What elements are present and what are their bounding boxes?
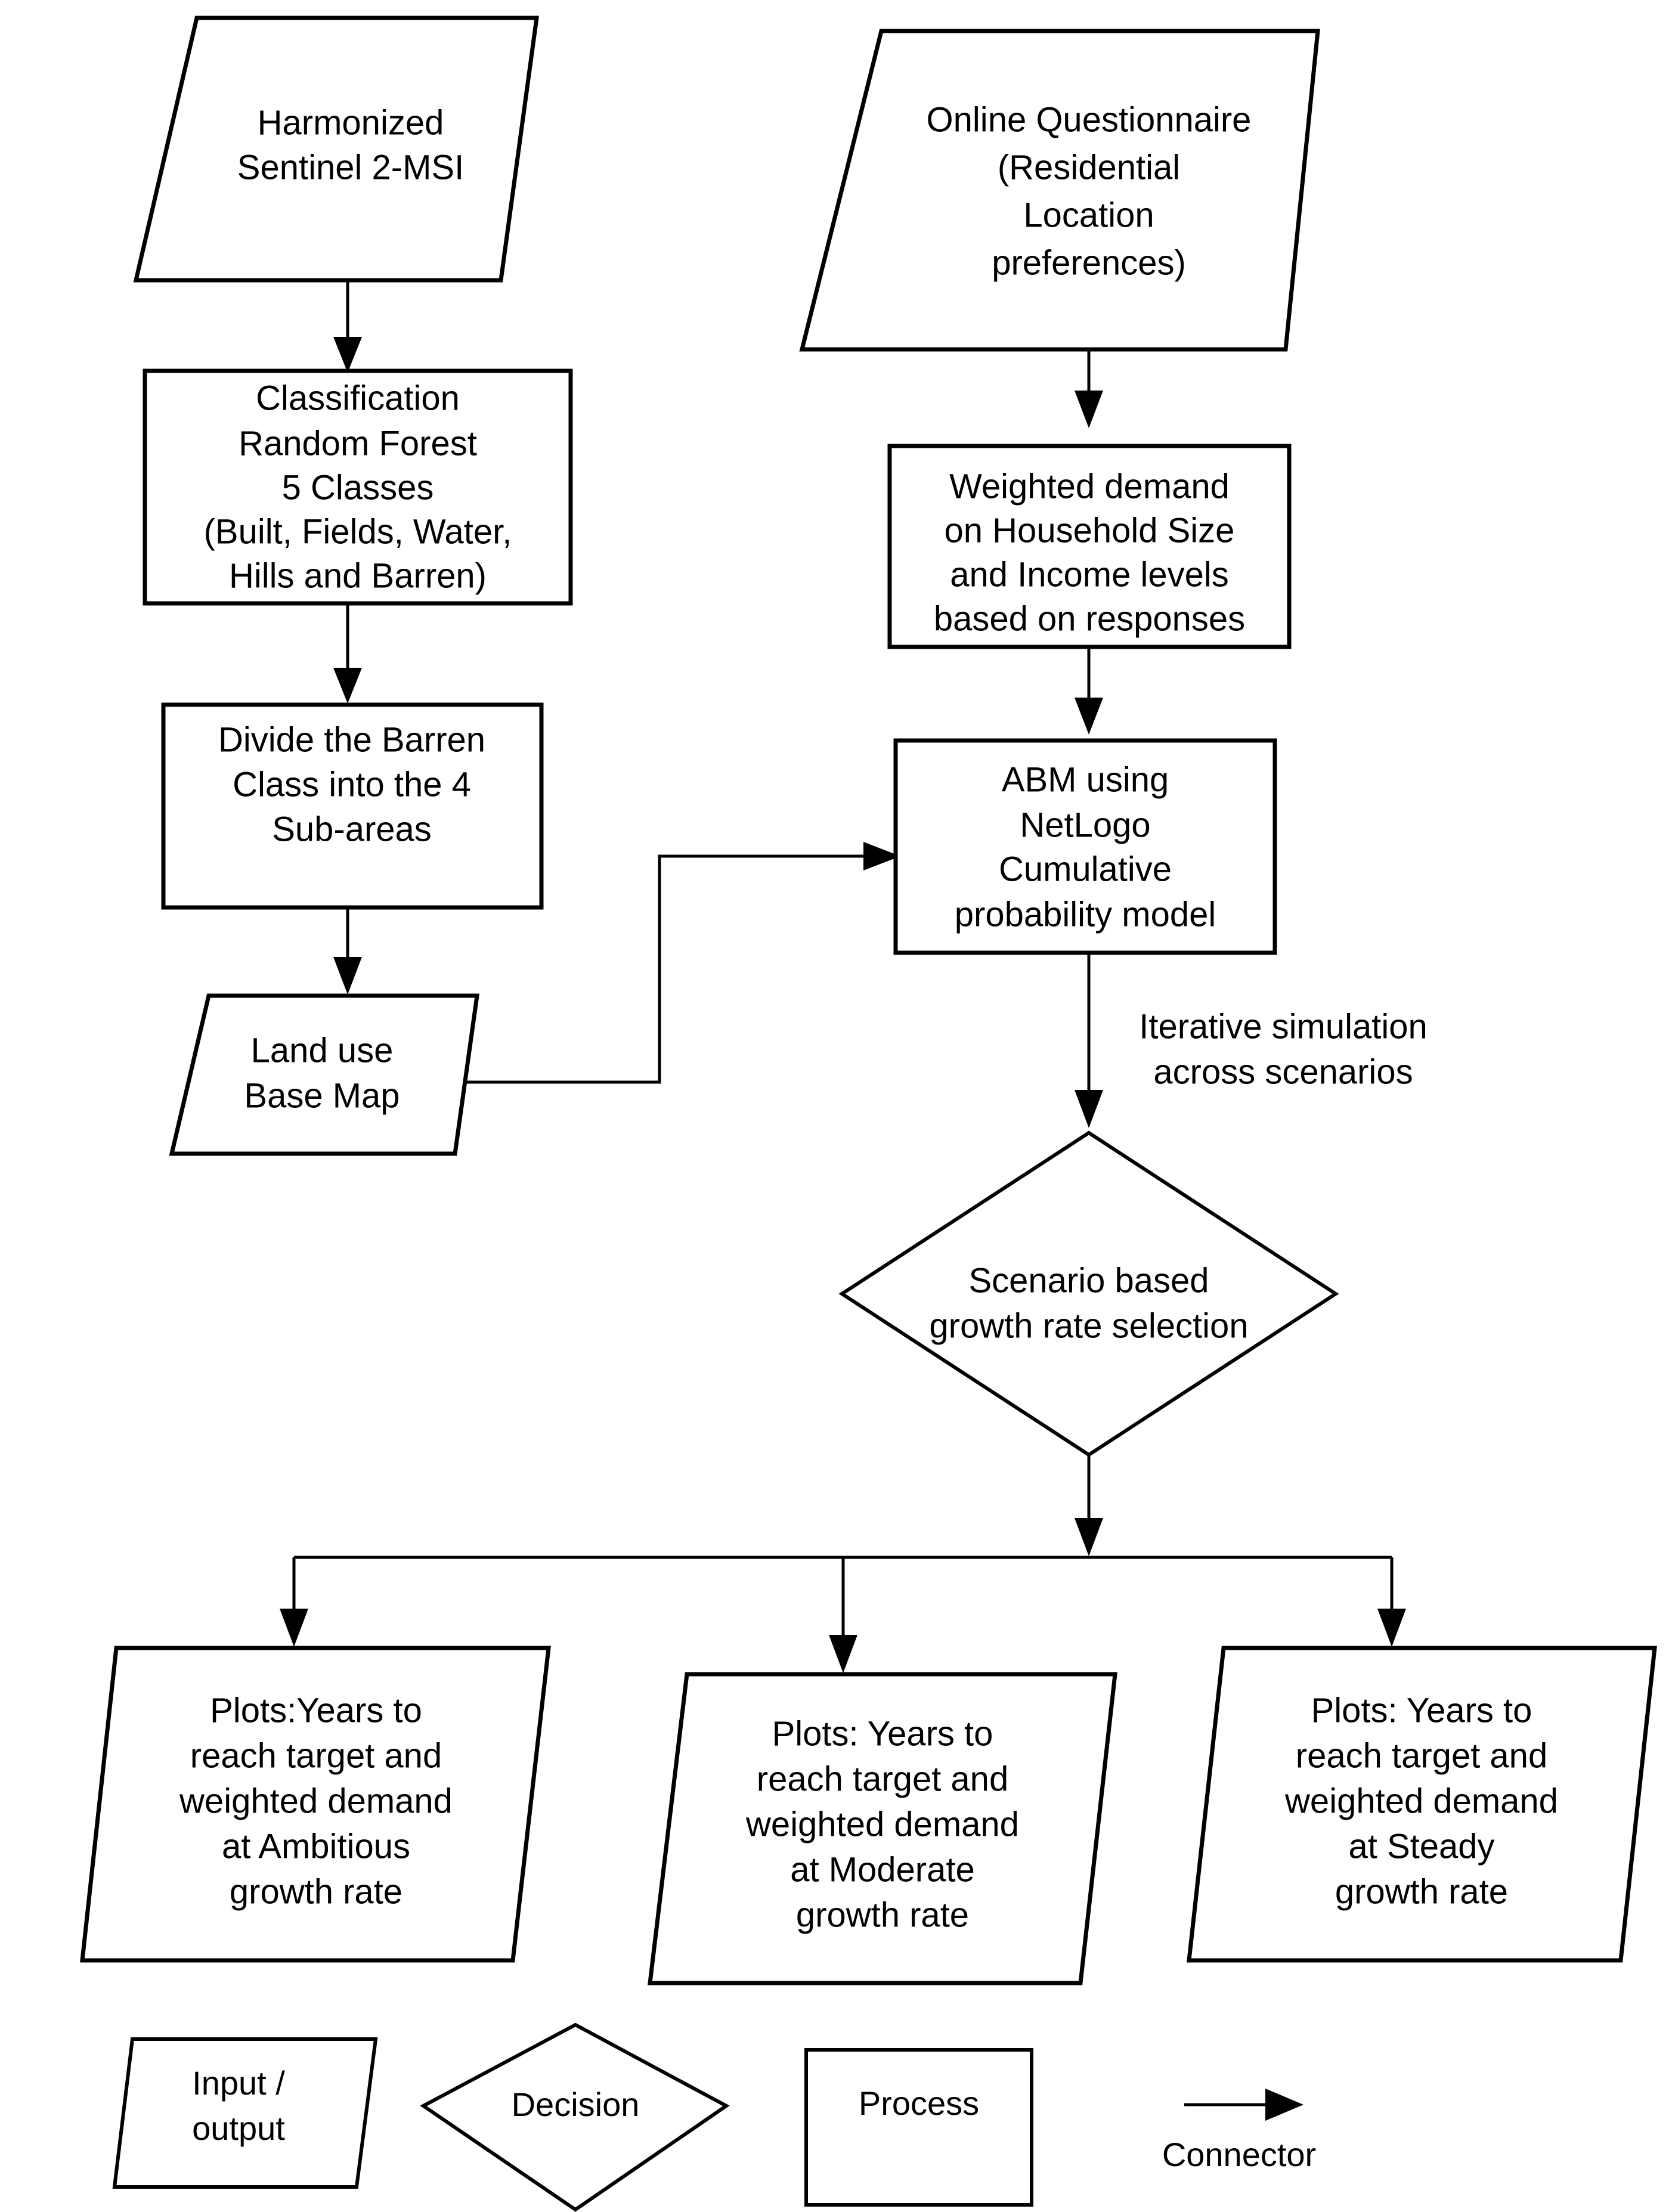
node-abm-line-3: probability model xyxy=(955,895,1216,934)
node-divide-line-0: Divide the Barren xyxy=(218,720,485,759)
connector-questionnaire-to-weighteddemand xyxy=(1075,349,1103,428)
connector-branch-to-plots-moderate xyxy=(829,1557,857,1673)
legend: Input / output Decision Process Connecto… xyxy=(112,2022,1316,2212)
node-abm-line-2: Cumulative xyxy=(999,850,1172,888)
legend-process-line-0: Process xyxy=(859,2084,979,2122)
node-online-questionnaire[interactable]: Online Questionnaire (Residential Locati… xyxy=(799,29,1320,352)
node-scenario-growth-rate-selection[interactable]: Scenario based growth rate selection xyxy=(838,1130,1339,1457)
legend-connector-line-0: Connector xyxy=(1162,2136,1316,2173)
node-plots-moderate[interactable]: Plots: Years to reach target and weighte… xyxy=(648,1672,1117,1985)
node-online-questionnaire-line-0: Online Questionnaire xyxy=(927,100,1252,139)
node-plots-steady-line-4: growth rate xyxy=(1335,1872,1508,1911)
node-plots-ambitious[interactable]: Plots:Years to reach target and weighted… xyxy=(80,1646,551,1963)
connector-branch-to-plots-steady xyxy=(1377,1557,1406,1647)
node-weighted-demand-line-2: and Income levels xyxy=(950,555,1228,594)
node-weighted-demand-line-3: based on responses xyxy=(934,599,1245,638)
node-plots-moderate-line-4: growth rate xyxy=(796,1895,969,1934)
node-plots-steady[interactable]: Plots: Years to reach target and weighte… xyxy=(1187,1646,1657,1963)
node-plots-moderate-line-0: Plots: Years to xyxy=(772,1714,993,1753)
node-abm-line-1: NetLogo xyxy=(1020,806,1150,844)
node-divide-line-2: Sub-areas xyxy=(272,810,432,848)
legend-input-output-line-1: output xyxy=(192,2109,285,2147)
connector-branch-to-plots-ambitious xyxy=(280,1557,308,1647)
node-plots-ambitious-line-0: Plots:Years to xyxy=(210,1691,422,1730)
connector-divide-to-basemap xyxy=(333,907,362,995)
connector-decision-to-branch-bar xyxy=(294,1455,1392,1559)
node-classification-random-forest[interactable]: Classification Random Forest 5 Classes (… xyxy=(143,368,573,606)
node-plots-steady-line-2: weighted demand xyxy=(1284,1782,1558,1820)
node-plots-ambitious-line-4: growth rate xyxy=(230,1872,402,1911)
node-divide-barren-class[interactable]: Divide the Barren Class into the 4 Sub-a… xyxy=(161,702,544,910)
node-basemap-line-0: Land use xyxy=(251,1031,394,1070)
node-weighted-demand-line-1: on Household Size xyxy=(945,511,1235,550)
node-plots-moderate-line-3: at Moderate xyxy=(790,1850,975,1889)
node-classification-line-4: Hills and Barren) xyxy=(229,556,487,595)
node-basemap-line-1: Base Map xyxy=(244,1076,400,1115)
node-classification-line-0: Classification xyxy=(256,379,460,417)
node-harmonized-sentinel-line-0: Harmonized xyxy=(258,103,444,142)
node-decision-line-1: growth rate selection xyxy=(929,1306,1248,1345)
legend-item-input-output: Input / output xyxy=(112,2037,378,2189)
node-online-questionnaire-line-3: preferences) xyxy=(992,243,1186,282)
node-abm-line-0: ABM using xyxy=(1002,760,1169,799)
node-plots-ambitious-line-1: reach target and xyxy=(190,1736,442,1775)
node-online-questionnaire-line-2: Location xyxy=(1023,196,1154,234)
edge-label-iterative-line-1: across scenarios xyxy=(1153,1052,1413,1091)
node-plots-steady-line-1: reach target and xyxy=(1296,1736,1547,1775)
legend-connector-arrow-icon xyxy=(1184,2089,1303,2121)
node-classification-line-2: 5 Classes xyxy=(282,468,434,507)
node-weighted-demand[interactable]: Weighted demand on Household Size and In… xyxy=(887,444,1292,649)
node-online-questionnaire-line-1: (Residential xyxy=(998,148,1180,187)
legend-item-connector: Connector xyxy=(1162,2089,1316,2173)
node-decision-line-0: Scenario based xyxy=(968,1261,1209,1300)
legend-decision-line-0: Decision xyxy=(512,2086,640,2123)
node-plots-ambitious-line-3: at Ambitious xyxy=(222,1827,410,1866)
node-classification-line-1: Random Forest xyxy=(239,424,477,463)
node-plots-ambitious-line-2: weighted demand xyxy=(179,1782,453,1820)
legend-item-process: Process xyxy=(804,2048,1033,2207)
node-classification-line-3: (Built, Fields, Water, xyxy=(204,512,512,551)
node-plots-steady-line-0: Plots: Years to xyxy=(1311,1691,1532,1730)
edge-label-iterative-simulation: Iterative simulation across scenarios xyxy=(1139,1007,1428,1091)
legend-item-decision: Decision xyxy=(420,2022,730,2212)
node-plots-moderate-line-1: reach target and xyxy=(757,1759,1008,1798)
connector-weighteddemand-to-abm xyxy=(1075,647,1103,735)
node-plots-steady-line-3: at Steady xyxy=(1348,1827,1494,1866)
node-plots-moderate-line-2: weighted demand xyxy=(745,1805,1019,1844)
legend-input-output-line-0: Input / xyxy=(192,2064,285,2102)
node-abm-netlogo[interactable]: ABM using NetLogo Cumulative probability… xyxy=(893,738,1277,955)
connector-basemap-to-abm xyxy=(455,842,900,1084)
node-harmonized-sentinel-line-1: Sentinel 2-MSI xyxy=(237,148,464,187)
connector-abm-to-decision xyxy=(1075,953,1103,1128)
node-land-use-base-map[interactable]: Land use Base Map xyxy=(169,993,480,1156)
connector-sentinel-to-classification xyxy=(333,280,362,373)
node-divide-line-1: Class into the 4 xyxy=(233,765,471,804)
node-harmonized-sentinel[interactable]: Harmonized Sentinel 2-MSI xyxy=(133,16,540,283)
edge-label-iterative-line-0: Iterative simulation xyxy=(1139,1007,1428,1046)
connector-classification-to-divide xyxy=(333,603,362,704)
node-weighted-demand-line-0: Weighted demand xyxy=(949,467,1230,506)
